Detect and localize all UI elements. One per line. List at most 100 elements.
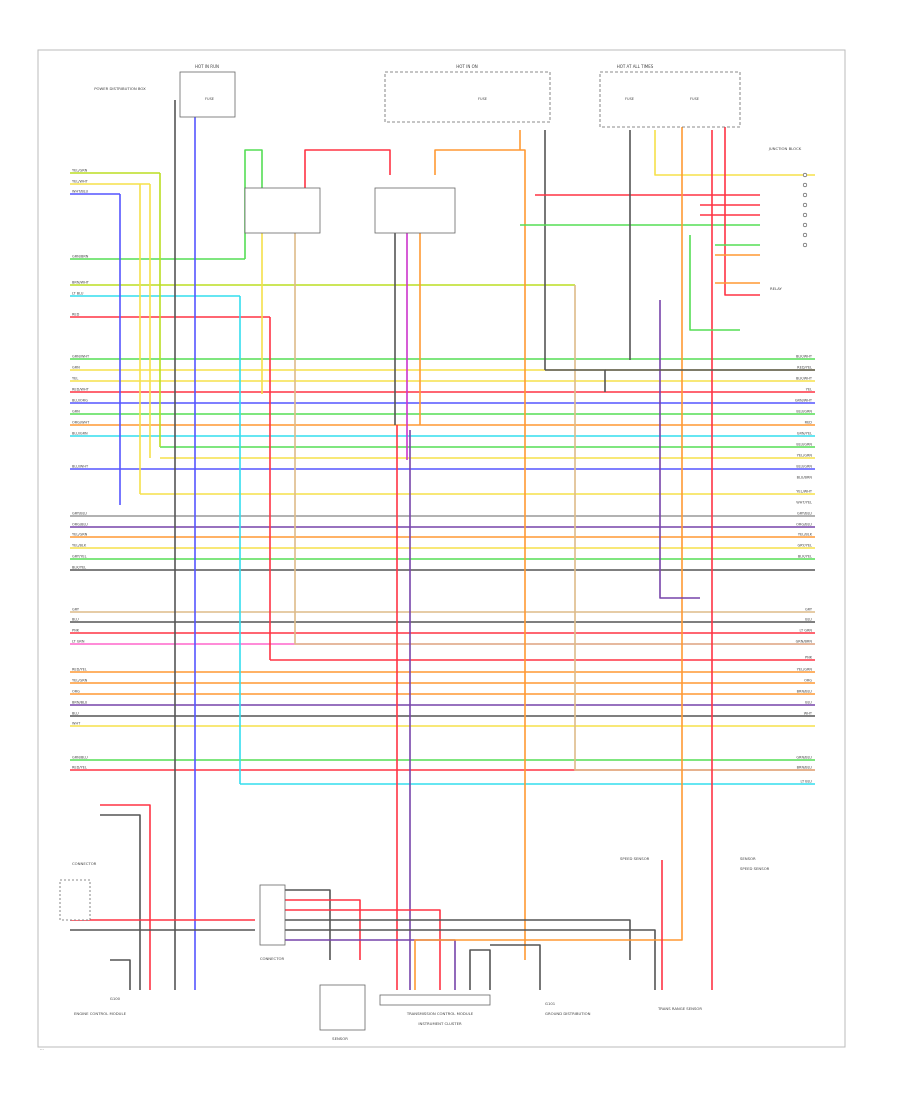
right-wire-label: BRN/BLU <box>797 690 813 694</box>
right-wire-label: RED/YEL <box>797 366 812 370</box>
right-wire-label: BLU <box>805 701 812 705</box>
component-label: SENSOR <box>332 1036 348 1041</box>
right-wire-label: WHT/YEL <box>796 501 812 505</box>
left-wire-label: YEL/BLK <box>72 544 87 548</box>
right-wire-label: BLU/GRN <box>796 410 812 414</box>
left-wire-label: GRN/WHT <box>72 355 90 359</box>
left-wire-label: YEL/WHT <box>72 180 89 184</box>
power-source-label: HOT IN ON <box>456 64 477 69</box>
wire-bottom <box>285 889 331 960</box>
component-label: CONNECTOR <box>260 956 285 961</box>
right-wire-label: BLK/WHT <box>796 355 813 359</box>
component-label: INSTRUMENT CLUSTER <box>418 1021 462 1026</box>
wire-riser <box>574 285 815 771</box>
wire-bottom <box>469 949 491 990</box>
left-wire-label: RED/YEL <box>72 766 87 770</box>
right-wire-label: LT BLU <box>801 780 813 784</box>
right-wire-label: YEL <box>806 388 812 392</box>
right-wire-label: GRY <box>805 608 813 612</box>
left-wire-label: LT GRN <box>72 640 85 644</box>
right-wire-label: BLU <box>805 618 812 622</box>
left-wire-label: YEL/GRN <box>72 533 88 537</box>
wire-bottom <box>110 959 131 990</box>
hot-in-on-box <box>384 71 551 123</box>
left-wire-label: RED/WHT <box>72 388 90 392</box>
right-wire-label: GRN/BLU <box>796 756 812 760</box>
footer-code: ... <box>40 1046 44 1051</box>
wire-layer <box>70 100 815 990</box>
wire-bottom <box>285 909 441 990</box>
wire-riser <box>689 235 740 331</box>
right-wire-label: GRN/WHT <box>795 399 813 403</box>
component-label: SENSOR <box>740 856 756 861</box>
connector-pin <box>802 202 808 208</box>
right-wire-label: BLU/GRN <box>796 465 812 469</box>
hot-in-run-box <box>179 71 236 118</box>
connector-pin <box>802 212 808 218</box>
wire-bottom <box>285 919 631 960</box>
component-label: GROUND DISTRIBUTION <box>545 1011 591 1016</box>
left-wire-label: GRY/BLU <box>72 512 87 516</box>
right-wire-label: RED <box>805 421 813 425</box>
sensor-left-box <box>59 879 91 921</box>
component-layer <box>59 71 808 1031</box>
fuse-label: FUSE <box>478 97 487 101</box>
right-wire-label: BLU/GRN <box>796 443 812 447</box>
right-wire-label: PNK <box>805 656 813 660</box>
wire-bottom <box>490 944 541 990</box>
wire-bottom <box>414 800 683 990</box>
left-wire-label: GRY/YEL <box>72 555 87 559</box>
left-wire-label: WHT <box>72 722 81 726</box>
left-wire-label: BLU/GRN <box>72 432 88 436</box>
component-label: CONNECTOR <box>72 861 97 866</box>
left-wire-label: BLU/WHT <box>72 465 89 469</box>
component-label: JUNCTION BLOCK <box>768 146 802 151</box>
right-wire-label: BLK/YEL <box>798 555 812 559</box>
right-wire-label: GRY/BLU <box>797 512 812 516</box>
left-relay-box <box>244 187 321 234</box>
left-wire-label: ORG/BLU <box>72 523 88 527</box>
left-wire-label: ORG/WHT <box>72 421 90 425</box>
left-wire-label: ORG <box>72 690 80 694</box>
wire-riser <box>654 130 815 176</box>
right-wire-label: YEL/BLK <box>798 533 813 537</box>
wire-riser <box>294 230 815 645</box>
left-wire-label: LT BLU <box>72 292 84 296</box>
component-label: SPEED SENSOR <box>740 866 770 871</box>
component-label: TRANSMISSION CONTROL MODULE <box>406 1011 474 1016</box>
left-wire-label: GRN/BLU <box>72 756 88 760</box>
component-label: SPEED SENSOR <box>620 856 650 861</box>
right-wire-label: BLU/BRN <box>797 476 813 480</box>
left-wire-label: GRN <box>72 410 80 414</box>
connector-pin <box>802 192 808 198</box>
right-wire-label: YEL/GRN <box>797 668 813 672</box>
component-label: POWER DISTRIBUTION BOX <box>94 86 146 91</box>
right-wire-label: GRY/YEL <box>797 544 812 548</box>
component-label: G101 <box>545 1001 556 1006</box>
power-source-label: HOT AT ALL TIMES <box>617 64 654 69</box>
left-wire-label: BLU <box>72 618 79 622</box>
left-wire-label: PNK <box>72 629 80 633</box>
right-wire-label: LT GRN <box>800 629 813 633</box>
left-wire-label: RED/YEL <box>72 668 87 672</box>
module-bottom-box <box>379 994 491 1006</box>
wire-riser <box>659 300 700 599</box>
power-source-label: HOT IN RUN <box>195 64 219 69</box>
left-wire-label: BLK/YEL <box>72 566 86 570</box>
right-wire-label: WHT <box>804 712 813 716</box>
sensor-bottom-box <box>319 984 366 1031</box>
diagram-border <box>37 49 846 1048</box>
wire-bottom <box>100 804 151 990</box>
wire-bottom <box>285 939 456 990</box>
left-wire-label: BLU/ORG <box>72 399 88 403</box>
left-wire-label: YEL <box>72 377 78 381</box>
right-wire-label: BLK/WHT <box>796 377 813 381</box>
left-wire-label: GRN <box>72 366 80 370</box>
connector-pin <box>802 242 808 248</box>
left-wire-label: YEL/GRN <box>72 679 88 683</box>
left-wire-label: YEL/GRN <box>72 169 88 173</box>
left-wire-label: RED <box>72 313 80 317</box>
